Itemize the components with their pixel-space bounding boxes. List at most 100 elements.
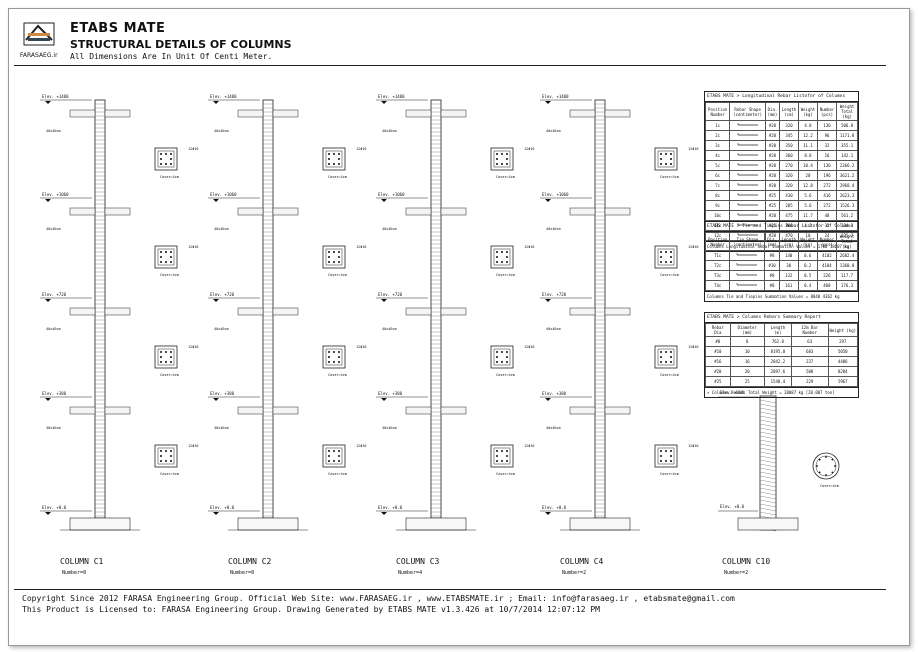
section-stirrup: [493, 447, 511, 465]
rebar-dot: [660, 361, 662, 363]
section-stirrup: [157, 150, 175, 168]
column-header: Weight Total (kg): [836, 232, 858, 251]
rebar-dot: [328, 261, 330, 263]
rebar-dot: [506, 261, 508, 263]
bar-label: 12Φ16: [356, 345, 367, 349]
elevation-marker-icon: [545, 199, 551, 202]
rebar-dot: [670, 460, 672, 462]
table-cell: #16: [705, 356, 731, 367]
elevation-label: Elev. +1400: [210, 94, 237, 99]
rebar-shape-icon: [737, 123, 758, 126]
table-footer: Columns Tie and Tiepins Summation Values…: [705, 291, 858, 301]
bar-label: 12Φ16: [188, 147, 199, 151]
rebar-shape-icon: [737, 203, 758, 206]
rebar-dot: [825, 474, 827, 476]
elevation-label: Elev. +720: [542, 292, 567, 297]
column-number-c3: Number=4: [398, 570, 423, 576]
cover-label: Cover=4cm: [496, 273, 515, 277]
rebar-dot: [831, 471, 834, 474]
section-stirrup: [325, 447, 343, 465]
table-cell: 96: [816, 130, 838, 141]
elevation-label: Elev. +380: [42, 391, 67, 396]
table-cell: #20: [764, 160, 781, 171]
beam-stub: [237, 207, 264, 216]
spiral-tie-line: [759, 495, 777, 500]
table-cell: [729, 180, 766, 191]
table-title: ETABS MATE > Longitudinal Rebar Listofor…: [705, 92, 858, 102]
footing: [737, 517, 799, 531]
column-label-c4: COLUMN C4: [560, 557, 604, 566]
section-outline: [654, 245, 678, 269]
bar-label: 12Φ16: [688, 245, 699, 249]
section-stirrup: [325, 348, 343, 366]
elevation-marker-icon: [381, 512, 387, 515]
table-cell: 4.8: [797, 120, 818, 131]
elevation-marker-icon: [381, 398, 387, 401]
rebar-dot: [160, 251, 162, 253]
column-number-c4: Number=2: [562, 570, 587, 576]
table-cell: 3621.2: [836, 170, 858, 181]
rebar-dot: [160, 455, 162, 457]
table-cell: 8195.8: [763, 346, 792, 357]
bar-label: 12Φ16: [356, 245, 367, 249]
table-cell: [729, 170, 766, 181]
rebar-dot: [333, 163, 335, 165]
elevation-label: Elev. +1400: [542, 94, 569, 99]
rebar-dot: [160, 163, 162, 165]
table-cell: [729, 130, 766, 141]
rebar-dot: [165, 251, 167, 253]
column-label-c2: COLUMN C2: [228, 557, 272, 566]
table-cell: 142.1: [836, 150, 858, 161]
table-cell: #20: [705, 366, 731, 377]
section-size-label: 40x40cm: [214, 426, 229, 430]
beam-stub: [569, 207, 596, 216]
rebar-dot: [816, 465, 818, 467]
footing: [569, 517, 631, 531]
rebar-dot: [818, 471, 821, 474]
spiral-tie-line: [759, 447, 777, 452]
cover-label: Cover=4cm: [496, 472, 515, 476]
column-label-c1: COLUMN C1: [60, 557, 104, 566]
rebar-dot: [328, 158, 330, 160]
rebar-dot: [496, 455, 498, 457]
spiral-tie-line: [759, 491, 777, 496]
table-cell: #8: [705, 336, 731, 347]
tie-rebar-table: ETABS MATE > Tie and Tiepins Rebar Listo…: [704, 221, 859, 302]
section-outline: [322, 345, 346, 369]
rebar-dot: [506, 356, 508, 358]
section-size-label: 40x40cm: [382, 227, 397, 231]
table-cell: 136: [816, 120, 838, 131]
rebar-dot: [670, 153, 672, 155]
rebar-dot: [165, 261, 167, 263]
section-stirrup: [157, 447, 175, 465]
table-cell: #8: [764, 280, 780, 291]
rebar-dot: [328, 351, 330, 353]
table-cell: #20: [764, 120, 781, 131]
elevation-label: Elev. +380: [378, 391, 403, 396]
spiral-tie-line: [759, 455, 777, 460]
rebar-dot: [496, 163, 498, 165]
rebar-dot: [665, 450, 667, 452]
rebar-dot: [333, 460, 335, 462]
table-cell: 320: [779, 170, 799, 181]
rebar-dot: [660, 351, 662, 353]
column-header: Weight (kg): [797, 232, 818, 251]
rebar-dot: [328, 251, 330, 253]
beam-stub: [272, 307, 299, 316]
elevation-marker-icon: [545, 512, 551, 515]
rebar-dot: [328, 256, 330, 258]
beam-stub: [104, 406, 131, 415]
section-stirrup: [657, 150, 675, 168]
bar-label: 12Φ16: [524, 444, 535, 448]
column-elevation-outline: [759, 395, 777, 531]
spiral-tie-line: [759, 463, 777, 468]
table-cell: #20: [764, 140, 781, 151]
elevation-marker-icon: [213, 398, 219, 401]
elevation-marker-icon: [545, 398, 551, 401]
rebar-dot: [670, 455, 672, 457]
rebar-dot: [660, 460, 662, 462]
table-cell: 508: [790, 366, 829, 377]
